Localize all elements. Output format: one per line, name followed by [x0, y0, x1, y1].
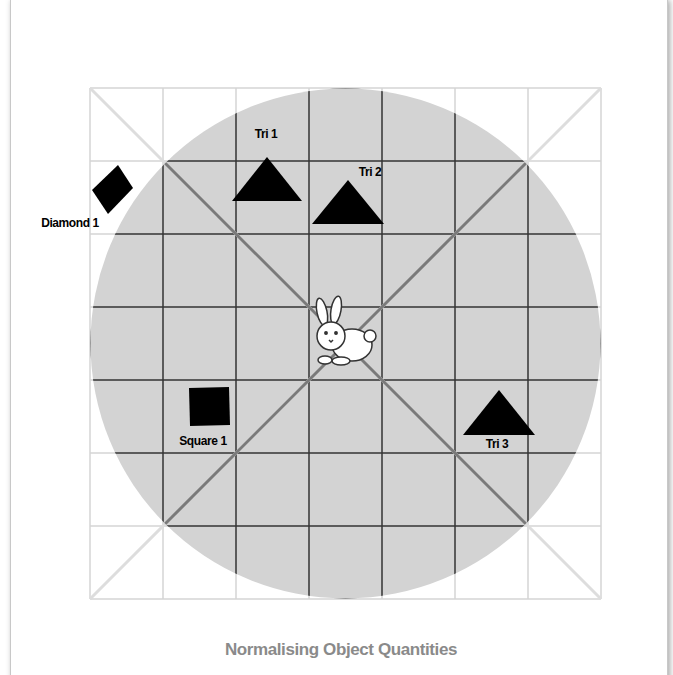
grid-line — [600, 88, 602, 599]
range-circle — [91, 89, 601, 599]
grid-line — [90, 87, 601, 89]
diagonal-line — [90, 88, 601, 599]
object-label: Diamond 1 — [41, 216, 99, 230]
grid-line — [90, 379, 601, 381]
grid-line — [90, 306, 601, 308]
shape-fill — [92, 165, 133, 214]
triangle-object: Tri 1 — [232, 157, 302, 201]
grid-line — [308, 88, 310, 599]
object-label: Tri 2 — [359, 165, 382, 179]
grid-line — [454, 88, 456, 599]
triangle-object: Tri 3 — [463, 390, 535, 435]
shape-outline — [90, 163, 135, 216]
shape-fill — [463, 390, 535, 435]
grid-line — [89, 88, 91, 599]
grid-line — [90, 379, 601, 381]
grid-line — [90, 598, 601, 600]
grid-line — [454, 88, 456, 599]
grid-line — [600, 88, 602, 599]
grid-line — [90, 598, 601, 600]
grid-line — [235, 88, 237, 599]
grid-line — [90, 160, 601, 162]
bunny-figure — [314, 295, 376, 365]
diagonal-line — [90, 88, 601, 599]
shape-outline — [463, 390, 535, 435]
diagonal-line — [90, 88, 601, 599]
shape-outline — [187, 385, 233, 429]
grid-line — [90, 233, 601, 235]
object-label: Tri 1 — [255, 127, 278, 141]
shape-fill — [312, 180, 384, 224]
grid-line — [90, 233, 601, 235]
grid-line — [162, 88, 164, 599]
grid-line — [89, 88, 91, 599]
shape-outline — [312, 180, 384, 224]
grid-line — [527, 88, 529, 599]
object-label: Square 1 — [179, 434, 227, 448]
grid-line — [381, 88, 383, 599]
grid-line — [90, 87, 601, 89]
shape-fill — [189, 387, 230, 426]
grid-line — [308, 88, 310, 599]
shape-fill — [232, 157, 302, 201]
grid-line — [235, 88, 237, 599]
diamond-object: Diamond 1 — [90, 163, 135, 216]
grid-line — [90, 160, 601, 162]
figure-caption: Normalising Object Quantities — [225, 640, 457, 660]
square-object: Square 1 — [187, 385, 233, 429]
shape-outline — [232, 157, 302, 201]
grid-line — [527, 88, 529, 599]
grid-line — [90, 452, 601, 454]
grid-line — [90, 525, 601, 527]
grid-line — [162, 88, 164, 599]
grid-line — [381, 88, 383, 599]
triangle-object: Tri 2 — [312, 180, 384, 224]
grid-line — [90, 306, 601, 308]
grid-line — [90, 452, 601, 454]
diagonal-line — [90, 88, 601, 599]
object-label: Tri 3 — [486, 437, 509, 451]
grid-line — [90, 525, 601, 527]
